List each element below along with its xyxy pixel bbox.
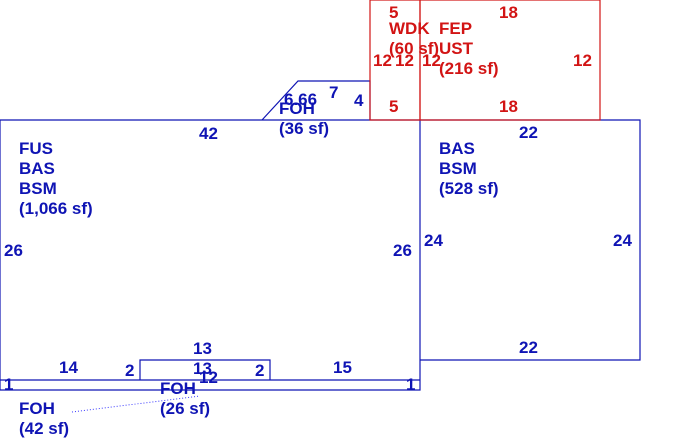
fus-outline (0, 119, 421, 391)
dim-fus-right: 26 (393, 241, 412, 260)
dim-bottom-step-right: 2 (255, 361, 264, 380)
dim-wdk-bottom: 5 (389, 97, 398, 116)
dim-bas-bottom: 22 (519, 338, 538, 357)
bump-outline (139, 359, 271, 380)
dim-wdk-mid-b: 12 (422, 51, 441, 70)
deck-outlines (369, 0, 601, 121)
dim-wdk-top: 5 (389, 3, 398, 22)
dim-fus-left: 26 (4, 241, 23, 260)
foh-top-area-label: FOH (36 sf) (279, 99, 329, 138)
fep-area-label: FEP UST (216 sf) (439, 19, 499, 78)
dim-fep-top: 18 (499, 3, 518, 22)
wdk-area-label: WDK (60 sf) (389, 19, 439, 58)
dim-bottom-center-low: 12 (199, 368, 218, 387)
dim-fus-top: 42 (199, 124, 218, 143)
fus-area-label: FUS BAS BSM (1,066 sf) (19, 139, 93, 218)
dim-bottom-step-left: 2 (125, 361, 134, 380)
dim-wdk-mid-a: 12 (395, 51, 414, 70)
fep-outline (419, 0, 601, 121)
dim-foh-top-a: 6.66 (284, 90, 317, 109)
dim-edge-left: 1 (4, 375, 13, 394)
bas-area-label: BAS BSM (528 sf) (439, 139, 499, 198)
dim-fep-bottom: 18 (499, 97, 518, 116)
dim-bas-left: 24 (424, 231, 443, 250)
dim-bottom-left: 14 (59, 358, 78, 377)
dim-wdk-left: 12 (373, 51, 392, 70)
dim-edge-right: 1 (406, 375, 415, 394)
dim-foh-top-b: 7 (329, 83, 338, 102)
dim-fep-right: 12 (573, 51, 592, 70)
dim-bottom-right: 15 (333, 358, 352, 377)
foh-mid-area-label: FOH (26 sf) (160, 379, 210, 418)
dim-bottom-center-mid: 13 (193, 359, 212, 378)
foh-bottom-area-label: FOH (42 sf) (19, 399, 69, 438)
dim-bas-top: 22 (519, 123, 538, 142)
dim-bas-right: 24 (613, 231, 632, 250)
foh-leader-line (71, 395, 201, 413)
dim-bottom-center-top: 13 (193, 339, 212, 358)
blue-dimensions: 42 26 26 22 22 24 24 6.66 7 4 14 2 13 13… (4, 83, 632, 394)
red-dimensions: 5 5 12 12 12 18 18 12 (373, 3, 592, 116)
dim-foh-top-c: 4 (354, 91, 364, 110)
